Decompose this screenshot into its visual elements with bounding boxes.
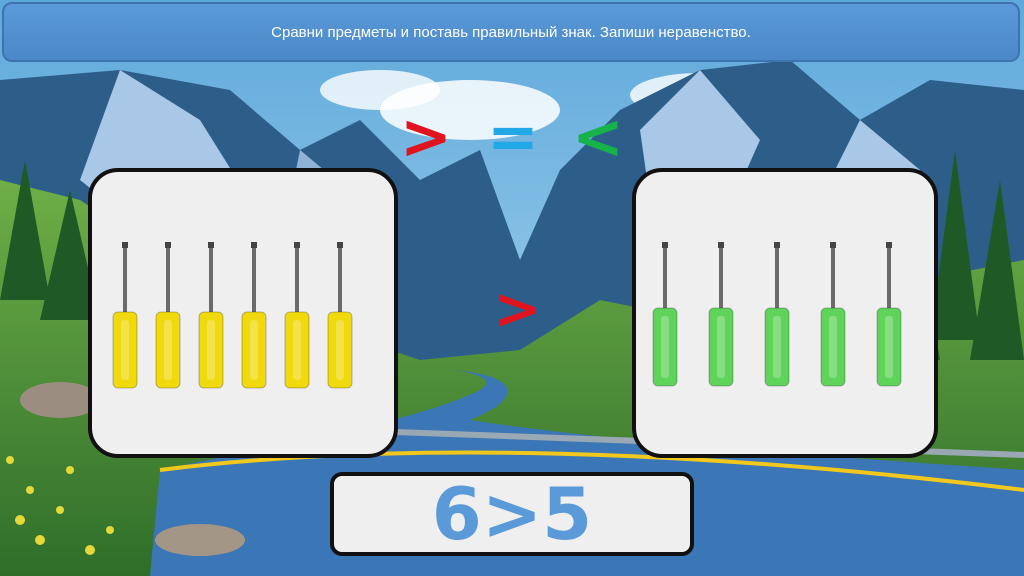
yellow-screwdrivers-group: [112, 242, 353, 389]
screwdriver-icon: [764, 242, 790, 387]
screwdriver-icon: [198, 242, 224, 389]
green-screwdrivers-group: [652, 242, 902, 387]
screwdriver-icon: [112, 242, 138, 389]
screwdriver-icon: [652, 242, 678, 387]
screwdriver-icon: [284, 242, 310, 389]
screwdriver-icon: [876, 242, 902, 387]
equal-sign-button[interactable]: =: [487, 100, 539, 173]
left-items-panel: [88, 168, 398, 458]
screwdriver-icon: [327, 242, 353, 389]
inequality-answer-box[interactable]: 6>5: [330, 472, 694, 556]
less-sign-button[interactable]: <: [572, 100, 624, 173]
greater-sign-button[interactable]: >: [400, 100, 452, 173]
right-items-panel: [632, 168, 938, 458]
screwdriver-icon: [708, 242, 734, 387]
instruction-text: Сравни предметы и поставь правильный зна…: [271, 23, 751, 41]
instruction-banner: Сравни предметы и поставь правильный зна…: [2, 2, 1020, 62]
screwdriver-icon: [155, 242, 181, 389]
placed-comparison-sign[interactable]: >: [494, 277, 541, 342]
screwdriver-icon: [820, 242, 846, 387]
inequality-answer-text: 6>5: [431, 472, 593, 556]
screwdriver-icon: [241, 242, 267, 389]
